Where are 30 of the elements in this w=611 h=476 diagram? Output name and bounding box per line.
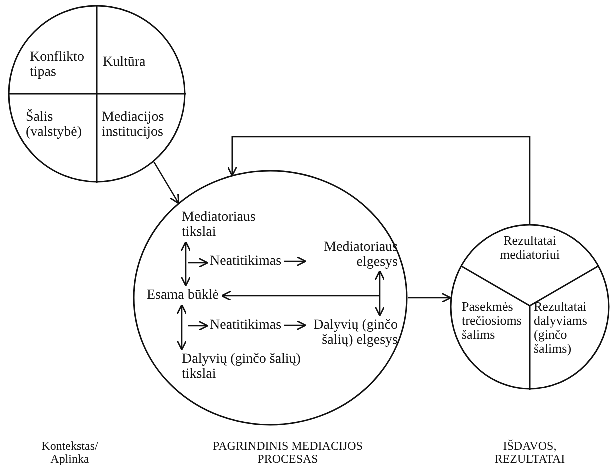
arrow xyxy=(154,162,180,204)
circle-frame xyxy=(133,170,408,426)
node-label: Esama būklė xyxy=(147,288,219,303)
arrow xyxy=(188,258,209,268)
node-label: Rezultatai dalyviams (ginčo šalims) xyxy=(534,300,606,356)
node-label: Šalis (valstybė) xyxy=(26,110,96,140)
node-label: Dalyvių (ginčo šalių) tikslai xyxy=(182,352,322,382)
arrow xyxy=(284,256,307,267)
section-caption: PAGRINDINIS MEDIACIJOS PROCESAS xyxy=(212,440,364,466)
node-label: Pasekmės trečiosioms šalims xyxy=(462,300,530,342)
node-label: Konflikto tipas xyxy=(30,50,90,80)
double-arrow xyxy=(374,270,386,317)
node-label: Rezultatai mediatoriui xyxy=(480,234,580,262)
node-label: Neatitikimas xyxy=(210,318,282,333)
arrow xyxy=(221,290,380,302)
node-label: Kultūra xyxy=(103,55,146,70)
section-caption: Kontekstas/ Aplinka xyxy=(40,440,100,466)
node-label: Mediacijos institucijos xyxy=(102,110,182,140)
double-arrow xyxy=(176,304,188,351)
arrow xyxy=(227,136,531,224)
section-caption: IŠDAVOS, REZULTATAI xyxy=(494,440,566,466)
double-arrow xyxy=(180,241,192,287)
node-label: Dalyvių (ginčo šalių) elgesys xyxy=(308,318,398,348)
arrow xyxy=(284,320,307,331)
arrow xyxy=(188,320,209,332)
circle-frame xyxy=(450,224,610,390)
node-label: Mediatoriaus tikslai xyxy=(182,210,272,240)
arrow xyxy=(408,292,452,304)
circle-frame xyxy=(8,5,186,183)
node-label: Neatitikimas xyxy=(210,254,282,269)
